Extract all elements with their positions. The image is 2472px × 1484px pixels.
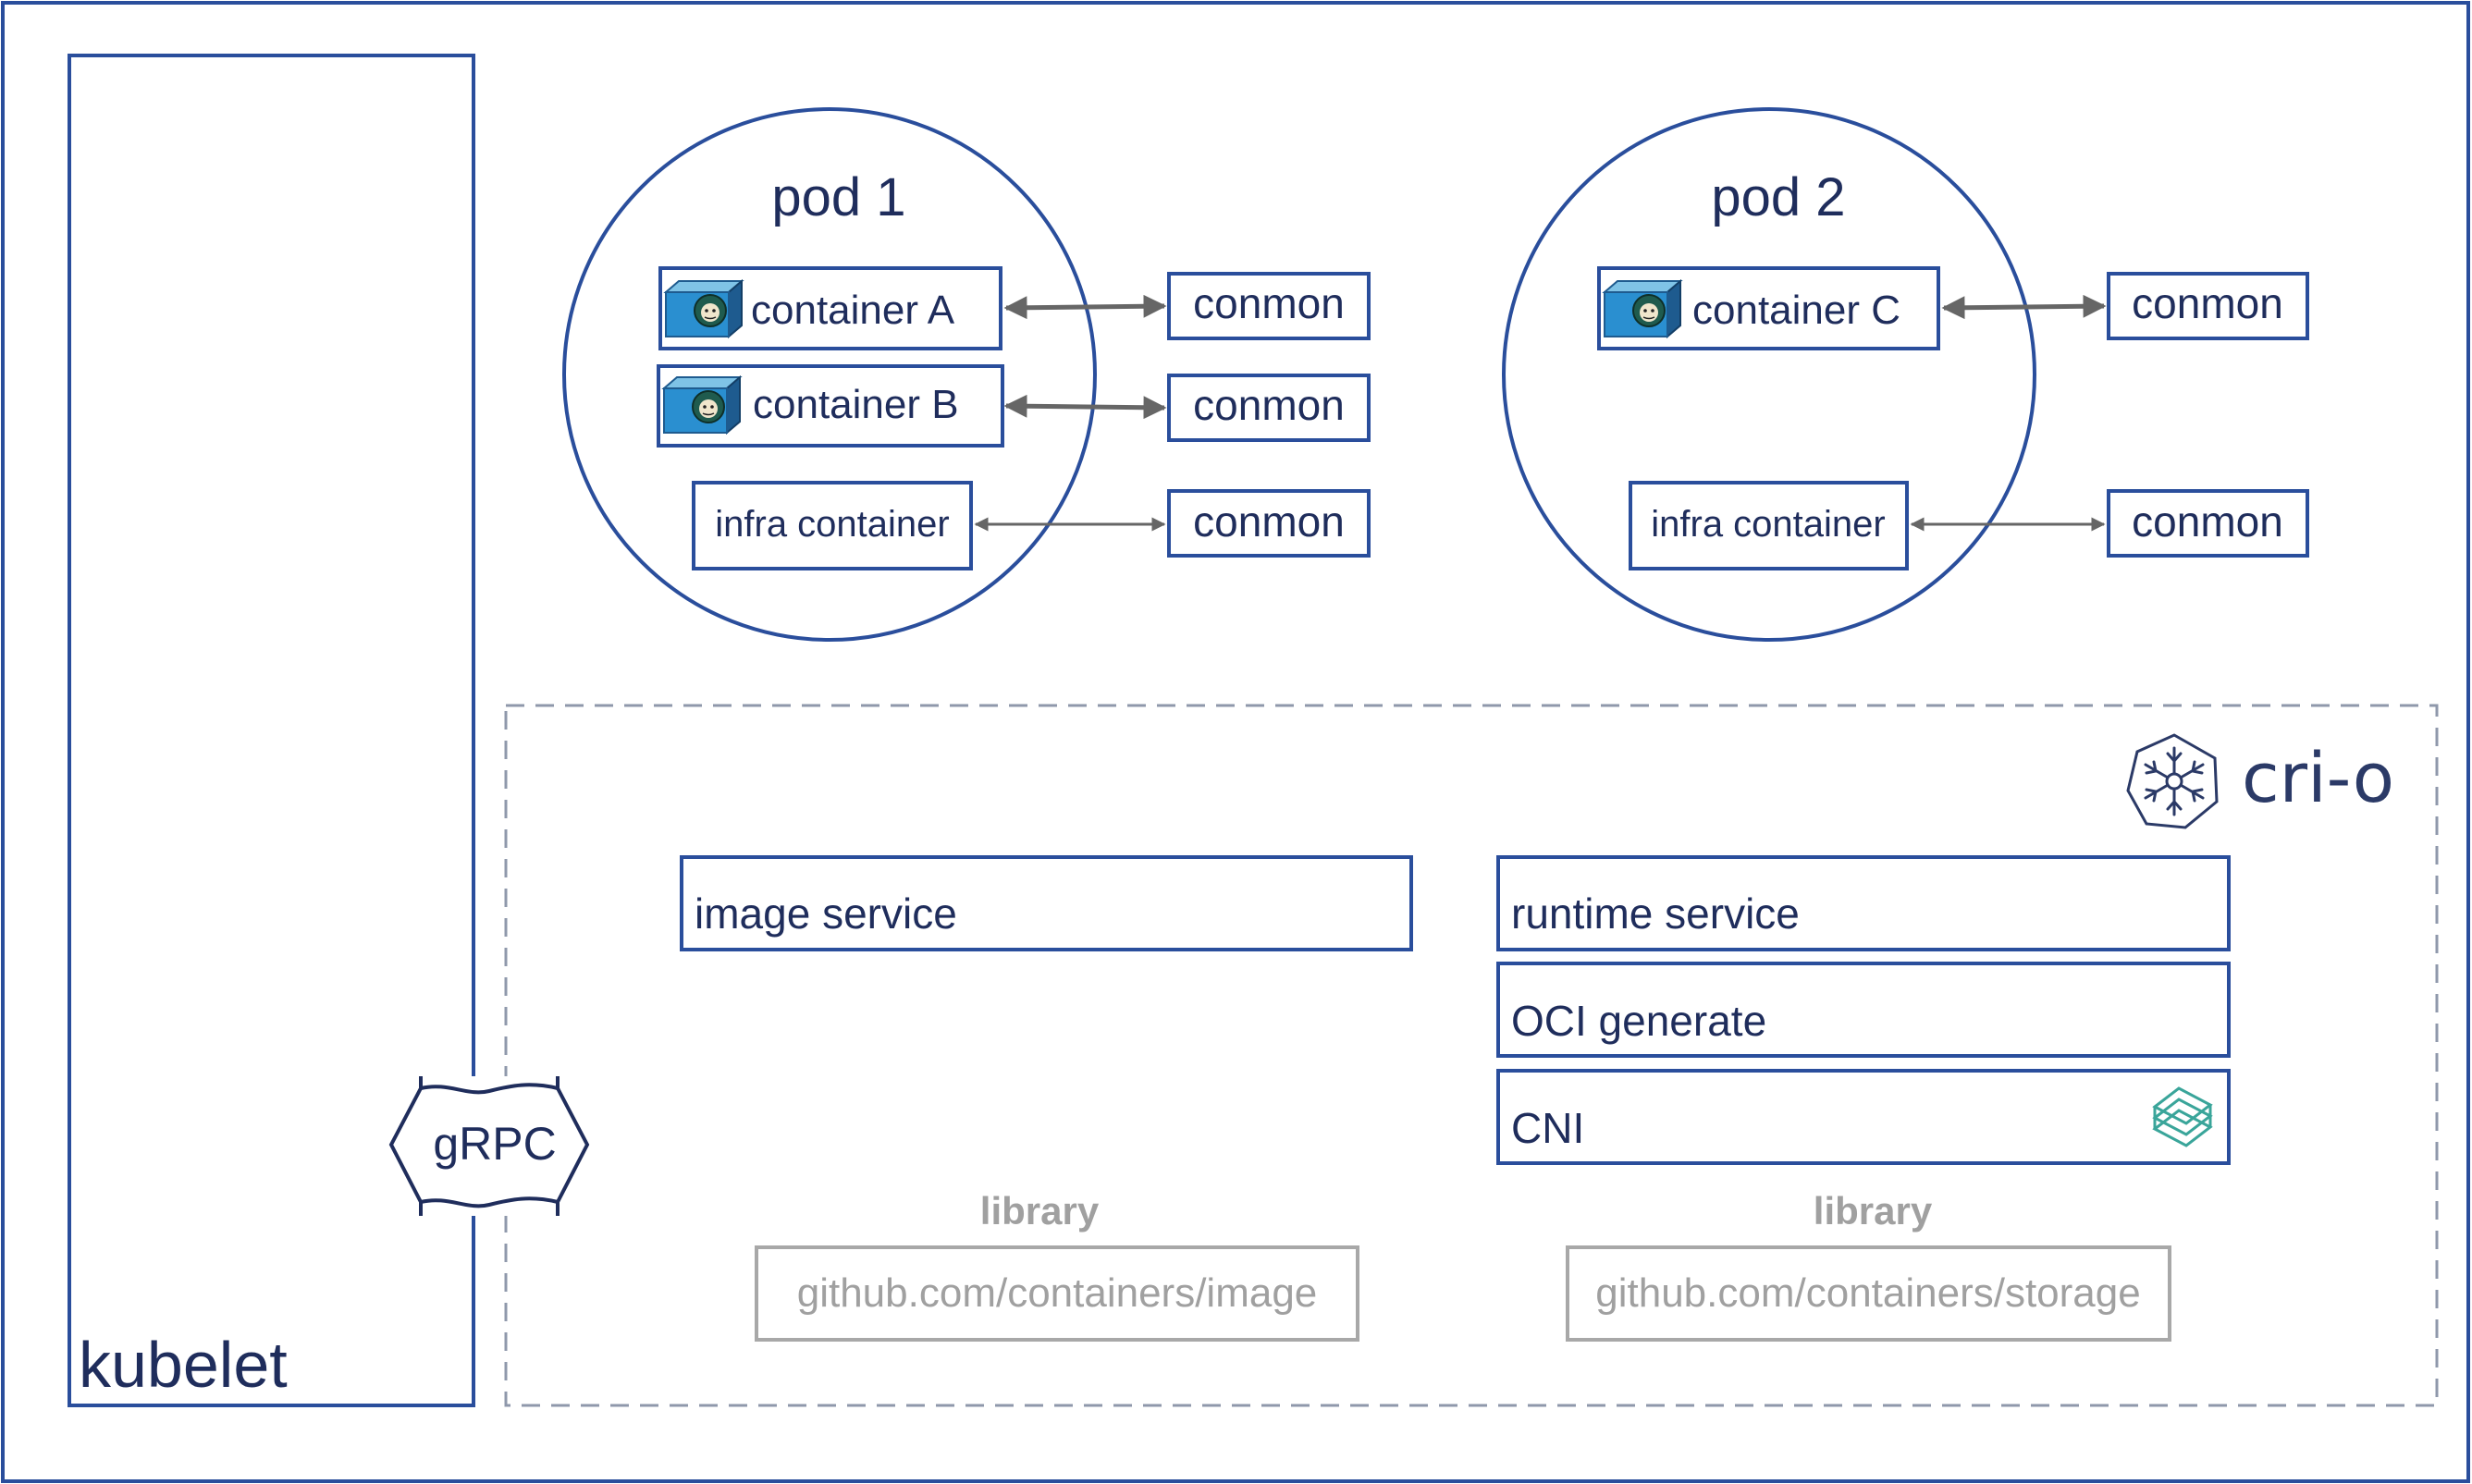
conmon-5[interactable]: conmon bbox=[2107, 489, 2309, 558]
pod-2: pod 2 container C infra container bbox=[1502, 107, 2036, 642]
oci-generate-label: OCI generate bbox=[1511, 997, 1766, 1045]
cni-logo-icon bbox=[2152, 1086, 2213, 1147]
grpc-label: gRPC bbox=[433, 1118, 556, 1170]
kubelet-label: kubelet bbox=[79, 1329, 288, 1401]
library-storage-heading: library bbox=[1814, 1189, 1933, 1233]
runtime-service-label: runtime service bbox=[1511, 889, 1800, 938]
crio-region bbox=[504, 704, 2439, 1407]
cni-label: CNI bbox=[1511, 1104, 1584, 1152]
pod-2-circle bbox=[1502, 107, 2036, 642]
container-b[interactable]: container B bbox=[657, 364, 1004, 448]
arrow-container-c-conmon bbox=[1941, 294, 2107, 320]
conmon-3[interactable]: conmon bbox=[1167, 489, 1371, 558]
conmon-1[interactable]: conmon bbox=[1167, 272, 1371, 340]
pod-1-title: pod 1 bbox=[771, 167, 905, 227]
conmon-2-label: conmon bbox=[1193, 381, 1345, 429]
crio-snowflake-icon bbox=[2126, 733, 2219, 829]
library-image-heading: library bbox=[980, 1189, 1100, 1233]
infra-container-1-label: infra container bbox=[715, 504, 949, 545]
runtime-service[interactable]: runtime service bbox=[1496, 855, 2231, 951]
pod-1-circle bbox=[562, 107, 1097, 642]
infra-container-2-label: infra container bbox=[1651, 504, 1885, 545]
image-service-label: image service bbox=[695, 889, 957, 938]
library-storage: library github.com/containers/storage bbox=[1566, 1189, 2171, 1342]
pod-1: pod 1 container A container B infra cont… bbox=[562, 107, 1097, 642]
conmon-3-label: conmon bbox=[1193, 497, 1345, 546]
arrow-container-b-conmon bbox=[1003, 394, 1167, 420]
container-icon bbox=[1603, 279, 1682, 338]
conmon-4[interactable]: conmon bbox=[2107, 272, 2309, 340]
library-image: library github.com/containers/image bbox=[755, 1189, 1359, 1342]
conmon-5-label: conmon bbox=[2132, 497, 2283, 546]
crio-logo-text: cri-o bbox=[2242, 739, 2394, 818]
oci-generate[interactable]: OCI generate bbox=[1496, 962, 2231, 1058]
container-c[interactable]: container C bbox=[1597, 266, 1940, 350]
infra-container-1[interactable]: infra container bbox=[692, 481, 973, 570]
pod-2-title: pod 2 bbox=[1711, 167, 1845, 227]
container-b-label: container B bbox=[753, 382, 959, 427]
cni-box[interactable]: CNI bbox=[1496, 1069, 2231, 1165]
grpc-connector: gRPC bbox=[388, 1076, 590, 1216]
conmon-1-label: conmon bbox=[1193, 279, 1345, 327]
container-c-label: container C bbox=[1692, 288, 1900, 333]
kubelet-box[interactable]: kubelet bbox=[68, 54, 475, 1407]
conmon-4-label: conmon bbox=[2132, 279, 2283, 327]
arrow-container-a-conmon bbox=[1003, 294, 1167, 320]
container-a-label: container A bbox=[751, 288, 955, 333]
library-storage-name: github.com/containers/storage bbox=[1595, 1270, 2140, 1316]
conmon-2[interactable]: conmon bbox=[1167, 374, 1371, 442]
infra-container-2[interactable]: infra container bbox=[1629, 481, 1909, 570]
container-icon bbox=[662, 375, 742, 435]
library-image-name: github.com/containers/image bbox=[797, 1270, 1318, 1316]
container-icon bbox=[664, 279, 744, 338]
container-a[interactable]: container A bbox=[658, 266, 1002, 350]
image-service[interactable]: image service bbox=[680, 855, 1413, 951]
crio-logo: cri-o bbox=[2126, 733, 2394, 829]
